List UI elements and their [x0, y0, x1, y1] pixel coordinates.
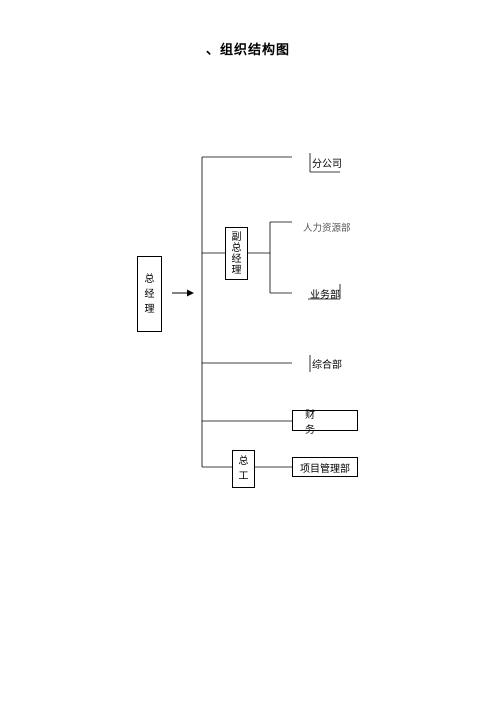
finance-label: 财 务 — [305, 409, 327, 436]
human-resources-label: 人力资源部 — [303, 223, 351, 234]
general-manager-char: 总 — [144, 273, 155, 285]
business-dept-label: 业务部 — [310, 290, 340, 301]
general-manager-box: 总 经 理 — [137, 256, 162, 332]
deputy-general-manager-char: 理 — [231, 264, 242, 276]
deputy-general-manager-box: 副 总 经 理 — [225, 227, 248, 280]
chief-engineer-char: 总 — [238, 456, 249, 467]
deputy-general-manager-char: 经 — [231, 253, 242, 265]
page-title: 、组织结构图 — [205, 43, 290, 58]
general-manager-char: 经 — [144, 288, 155, 300]
branch-company-label: 分公司 — [312, 159, 342, 170]
chief-engineer-char: 工 — [238, 471, 249, 482]
project-management-label: 项目管理部 — [300, 463, 350, 475]
deputy-general-manager-char: 副 — [231, 231, 242, 243]
finance-box: 财 务 — [292, 410, 358, 436]
project-management-box: 项目管理部 — [292, 457, 358, 477]
chief-engineer-box: 总 工 — [232, 450, 255, 488]
deputy-general-manager-char: 总 — [231, 242, 242, 254]
general-manager-char: 理 — [144, 303, 155, 315]
general-affairs-label: 综合部 — [312, 360, 342, 371]
